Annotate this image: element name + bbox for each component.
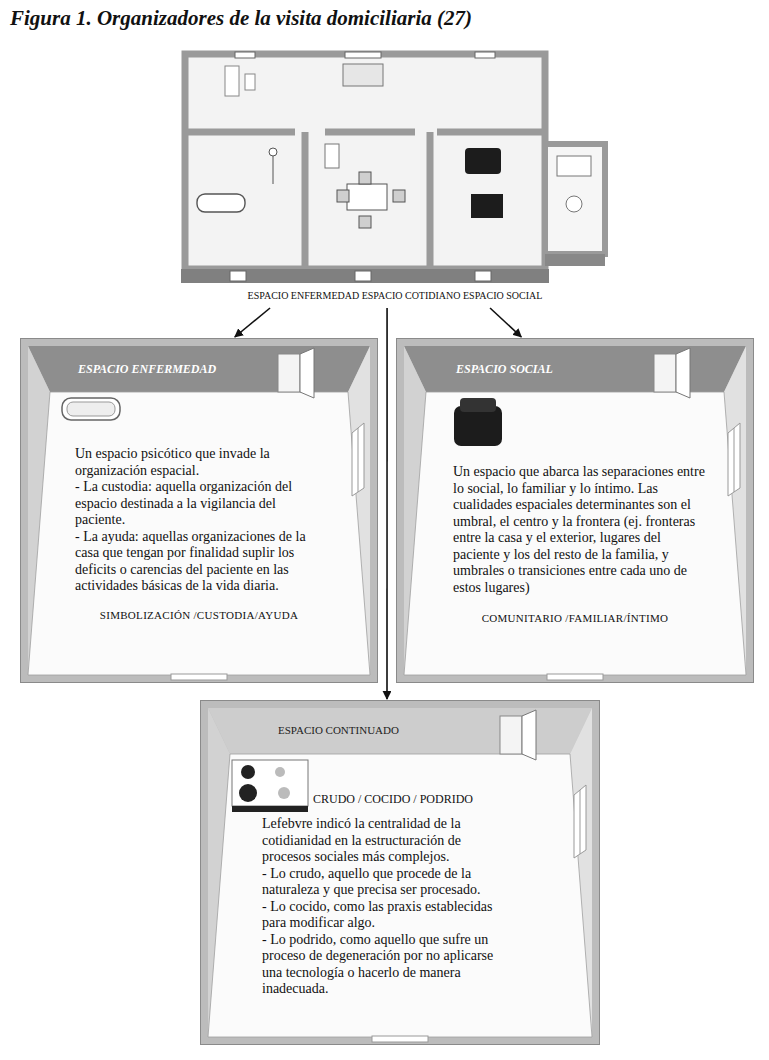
room-keywords: SIMBOLIZACIÓN /CUSTODIA/AYUDA <box>20 609 378 621</box>
room-box: Lefebvre indicó la centralidad de la cot… <box>200 700 600 1045</box>
floor-plan: ESPACIO ENFERMEDAD ESPACIO COTIDIANO ESP… <box>175 44 615 306</box>
room-heading: ESPACIO SOCIAL <box>456 362 553 377</box>
plan-illustration <box>175 44 615 306</box>
room-subtitle: CRUDO / COCIDO / PODRIDO <box>313 792 473 807</box>
room-box: Un espacio que abarca las separaciones e… <box>396 338 754 683</box>
arrow-connector <box>235 308 270 337</box>
arrow-connector <box>386 308 388 699</box>
text-column: Un espacio psicótico que invade la organ… <box>75 446 320 595</box>
room-box: Un espacio psicótico que invade la organ… <box>20 338 378 683</box>
body-text: - Lo cocido, como las praxis establecida… <box>262 899 500 932</box>
text-column: Un espacio que abarca las separaciones e… <box>453 464 705 596</box>
body-text: Lefebvre indicó la centralidad de la cot… <box>262 816 500 866</box>
room-keywords: COMUNITARIO /FAMILIAR/ÍNTIMO <box>396 612 754 624</box>
body-text: Un espacio psicótico que invade la organ… <box>75 446 320 479</box>
body-text: Un espacio que abarca las separaciones e… <box>453 464 705 596</box>
figure-title: Figura 1. Organizadores de la visita dom… <box>10 6 472 31</box>
room-heading: ESPACIO ENFERMEDAD ESPACIO COTIDIANO ESP… <box>175 290 615 301</box>
body-text: - La ayuda: aquellas organizaciones de l… <box>75 529 320 595</box>
body-text: - Lo crudo, aquello que procede de la na… <box>262 866 500 899</box>
room-heading: ESPACIO CONTINUADO <box>278 724 399 736</box>
body-text: - Lo podrido, como aquello que sufre un … <box>262 932 500 998</box>
text-column: Lefebvre indicó la centralidad de la cot… <box>262 816 500 998</box>
arrow-connector <box>490 308 521 337</box>
house-plan <box>181 52 605 283</box>
body-text: - La custodia: aquella organización del … <box>75 479 320 529</box>
room-heading: ESPACIO ENFERMEDAD <box>78 362 216 377</box>
